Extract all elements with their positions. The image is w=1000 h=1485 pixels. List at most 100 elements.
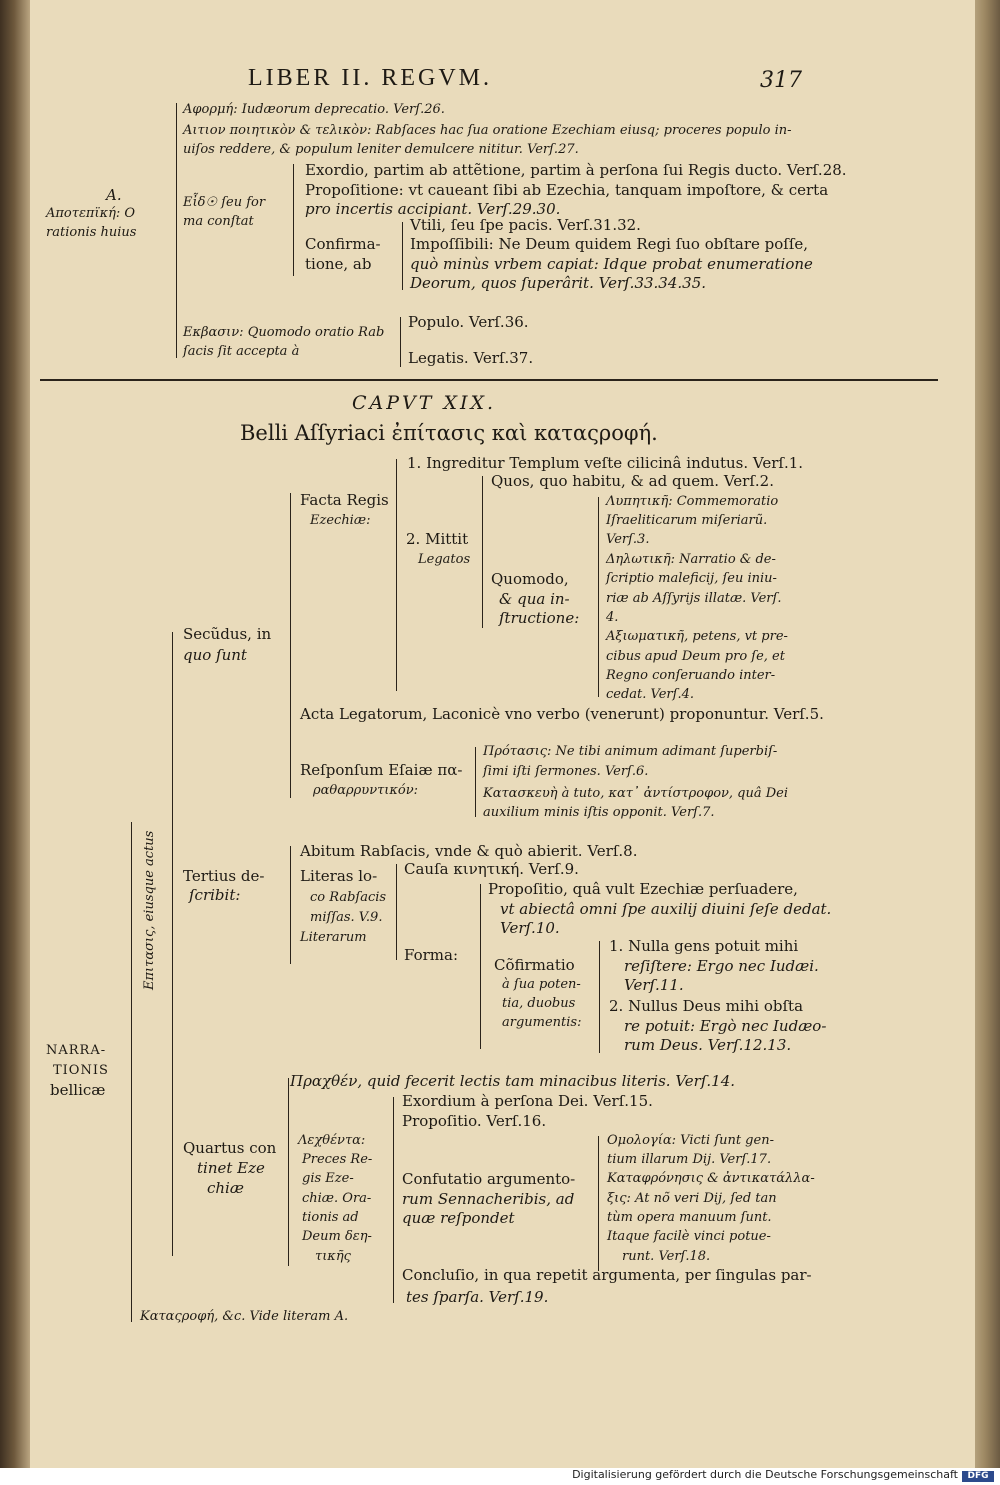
- propositione-line2: pro incertis accipiant. Verſ.29.30.: [305, 200, 561, 218]
- nullus-line3: rum Deus. Verſ.12.13.: [624, 1036, 792, 1054]
- aphorme-entry: Αφορμή: Iudæorum deprecatio. Verſ.26.: [183, 102, 445, 117]
- lechthenta-line1: Λεχθέντα:: [298, 1133, 366, 1148]
- cofirmatio-line3: tia, duobus: [502, 996, 576, 1011]
- mittit-line1: 2. Mittit: [406, 530, 469, 548]
- propositio-line3: Verſ.10.: [500, 919, 560, 937]
- lypetike-line3: Verſ.3.: [606, 532, 650, 547]
- propositio2-entry: Propoſitio. Verſ.16.: [402, 1112, 547, 1130]
- brace-ekbasis: [400, 317, 401, 367]
- confutatio-line2: rum Sennacheribis, ad: [402, 1190, 575, 1208]
- root-label-line2: rationis huius: [46, 225, 137, 240]
- deloteke-line3: riæ ab Aſſyrijs illatæ. Verſ.: [606, 591, 782, 606]
- homologia-line2: tium illarum Dij. Verſ.17.: [607, 1152, 772, 1167]
- cofirmatio-line2: à ſua poten-: [502, 977, 581, 992]
- pragma-entry: Πραχθέν, quid fecerit lectis tam minacib…: [290, 1072, 736, 1090]
- lechthenta-line4: chiæ. Ora-: [302, 1191, 372, 1206]
- secundus-line1: Secũdus, in: [183, 625, 272, 643]
- exordium-entry: Exordium à perſona Dei. Verſ.15.: [402, 1092, 653, 1110]
- acta-entry: Acta Legatorum, Laconicè vno verbo (vene…: [300, 705, 824, 723]
- brace-lechthenta: [393, 1097, 394, 1303]
- running-head: LIBER II. REGVM.: [248, 65, 492, 91]
- propositione-line1: Propoſitione: vt caueant ſibi ab Ezechia…: [305, 181, 829, 199]
- mittit-line2: Legatos: [418, 552, 471, 567]
- brace-confirmatione: [402, 222, 403, 290]
- kataphronesis-line5: runt. Verſ.18.: [622, 1249, 711, 1264]
- vtili-entry: Vtili, ſeu ſpe pacis. Verſ.31.32.: [410, 216, 641, 234]
- section-rule: [40, 379, 938, 381]
- nulla-line2: reſiſtere: Ergo nec Iudæi.: [624, 957, 819, 975]
- tertius-line1: Tertius de-: [183, 867, 265, 885]
- dfg-logo: DFG: [962, 1471, 994, 1482]
- confirmatione-line2: tione, ab: [305, 255, 372, 273]
- responsum-line1: Reſponſum Eſaiæ πα-: [300, 761, 463, 779]
- confutatio-line3: quæ reſpondet: [402, 1209, 515, 1227]
- quomodo-line1: Quomodo,: [491, 570, 569, 588]
- quomodo-line2: & qua in-: [499, 590, 570, 608]
- brace-part-a: [176, 103, 177, 358]
- brace-literas: [396, 864, 397, 960]
- quartus-line1: Quartus con: [183, 1139, 277, 1157]
- responsum-line2: ραθαρρυντικόν:: [313, 783, 419, 798]
- abitum-entry: Abitum Rabſacis, vnde & quò abierit. Ver…: [300, 842, 638, 860]
- lechthenta-line6: Deum δεη-: [302, 1229, 372, 1244]
- brace-quartus: [288, 1078, 289, 1266]
- ekbasis-line1: Εκβασιν: Quomodo oratio Rab: [183, 325, 385, 340]
- literas-line4: Literarum: [300, 930, 367, 945]
- brace-mittit: [482, 476, 483, 628]
- brace-cofirmatio: [599, 941, 600, 1053]
- kataphronesis-line2: ξις: At nõ veri Dij, ſed tan: [607, 1191, 777, 1206]
- impossibili-line2: quò minùs vrbem capiat: Idque probat enu…: [410, 255, 813, 273]
- brace-confutatio: [598, 1136, 599, 1271]
- cofirmatio-line4: argumentis:: [502, 1015, 582, 1030]
- brace-tertius: [290, 846, 291, 964]
- deloteke-line4: 4.: [606, 610, 619, 625]
- narrationis-line3: bellicæ: [50, 1081, 106, 1099]
- quos-entry: Quos, quo habitu, & ad quem. Verſ.2.: [491, 472, 774, 490]
- tertius-line2: ſcribit:: [189, 886, 241, 904]
- kataskeue-line1: Κατασκευὴ à tuto, κατ᾽ ἀντίστροφον, quâ …: [483, 786, 789, 801]
- brace-acts: [172, 632, 173, 1256]
- exordio-entry: Exordio, partim ab attẽtione, partim à p…: [305, 161, 847, 179]
- nulla-line1: 1. Nulla gens potuit mihi: [609, 937, 799, 955]
- kataskeue-line2: auxilium minis iſtis opponit. Verſ.7.: [483, 805, 715, 820]
- lechthenta-line7: τικῆς: [315, 1249, 351, 1264]
- kataphronesis-line3: tùm opera manuum ſunt.: [607, 1210, 772, 1225]
- propositio-line2: vt abiectâ omni ſpe auxilij diuini ſeſe …: [500, 900, 832, 918]
- brace-responsum: [475, 747, 476, 817]
- brace-narrationis: [131, 822, 132, 1322]
- deloteke-line2: ſcriptio maleficij, ſeu iniu-: [606, 571, 777, 586]
- narrationis-line2: TIONIS: [53, 1063, 109, 1078]
- kataphronesis-line1: Καταφρόνησις & ἀντικατάλλα-: [607, 1171, 815, 1186]
- protasis-line1: Πρότασις: Ne tibi animum adimant ſuperbi…: [483, 744, 778, 759]
- deloteke-line1: Δηλωτικῆ: Narratio & de-: [606, 552, 776, 567]
- confirmatione-line1: Confirma-: [305, 235, 381, 253]
- nullus-line2: re potuit: Ergò nec Iudæo-: [624, 1017, 827, 1035]
- literas-line2: co Rabſacis: [310, 890, 387, 905]
- brace-forma: [480, 884, 481, 1049]
- root-label-line1: Αποτεπϊκή: O: [46, 206, 136, 221]
- facta-line2: Ezechiæ:: [310, 513, 371, 528]
- page-sheet: [30, 0, 975, 1468]
- aition-line1: Αιτιον ποιητικὸν & τελικὸν: Rabſaces hac…: [183, 123, 792, 138]
- kataphronesis-line4: Itaque facilè vinci potue-: [607, 1229, 771, 1244]
- literas-line3: miſſas. V.9.: [310, 910, 383, 925]
- brace-quomodo: [598, 497, 599, 697]
- impossibili-line1: Impoſſibili: Ne Deum quidem Regi ſuo obſ…: [410, 235, 809, 253]
- protasis-line2: ſimi iſti ſermones. Verſ.6.: [483, 764, 649, 779]
- causa-entry: Cauſa κινητική. Verſ.9.: [404, 860, 579, 878]
- secundus-line2: quo ſunt: [183, 646, 247, 664]
- cofirmatio-line1: Cõfirmatio: [494, 956, 575, 974]
- chapter-heading: CAPVT XIX.: [352, 392, 497, 414]
- lypetike-line2: Iſraeliticarum miſeriarũ.: [606, 513, 768, 528]
- confutatio-line1: Confutatio argumento-: [402, 1170, 576, 1188]
- chapter-title: Belli Aſſyriaci ἐπίτασις καὶ καταςροφή.: [240, 421, 658, 445]
- ekbasis-line2: ſacis ſit accepta à: [183, 344, 300, 359]
- lypetike-line1: Λυπητικῆ: Commemoratio: [606, 494, 779, 509]
- brace-secundus: [290, 493, 291, 798]
- impossibili-line3: Deorum, quos ſuperârit. Verſ.33.34.35.: [410, 274, 707, 292]
- axiomatike-line3: Regno conſeruando inter-: [606, 668, 776, 683]
- populo-entry: Populo. Verſ.36.: [408, 313, 529, 331]
- page-number: 317: [760, 68, 802, 93]
- footer-credit: Digitalisierung gefördert durch die Deut…: [572, 1468, 958, 1481]
- lechthenta-line2: Preces Re-: [302, 1152, 373, 1167]
